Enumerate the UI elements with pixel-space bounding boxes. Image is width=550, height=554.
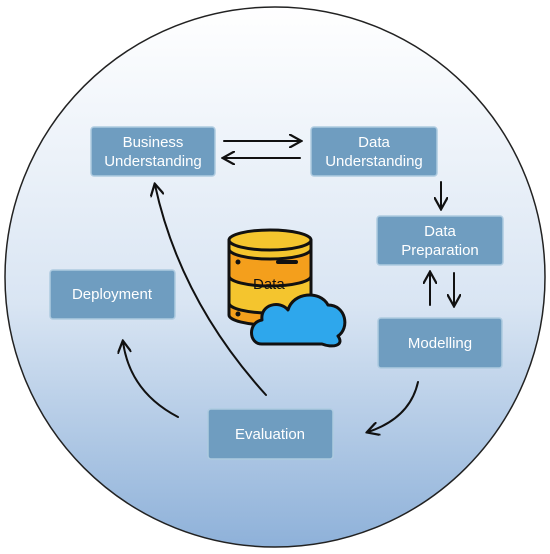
database-dots <box>235 259 298 317</box>
node-data-understanding-line1: Data <box>358 134 390 151</box>
node-deployment: Deployment <box>49 269 176 320</box>
database-cloud-icon: Data <box>227 228 347 348</box>
node-data-preparation-line2: Preparation <box>401 242 479 259</box>
node-business-understanding: Business Understanding <box>90 126 216 177</box>
node-deployment-label: Deployment <box>72 286 153 303</box>
database-label: Data <box>253 276 285 293</box>
node-modelling-label: Modelling <box>408 335 472 352</box>
cloud-icon <box>250 293 347 348</box>
arrow-evaluation-to-deployment <box>123 342 179 418</box>
arrow-evaluation-to-business <box>155 185 267 396</box>
arrow-modelling-to-evaluation <box>368 381 419 432</box>
node-business-understanding-line2: Understanding <box>104 153 202 170</box>
node-evaluation: Evaluation <box>207 408 334 460</box>
node-data-preparation: Data Preparation <box>376 215 504 266</box>
node-data-understanding-line2: Understanding <box>325 153 423 170</box>
node-modelling: Modelling <box>377 317 503 369</box>
node-data-understanding: Data Understanding <box>310 126 438 177</box>
node-data-preparation-line1: Data <box>424 223 456 240</box>
node-evaluation-label: Evaluation <box>235 426 305 443</box>
node-business-understanding-line1: Business <box>123 134 184 151</box>
